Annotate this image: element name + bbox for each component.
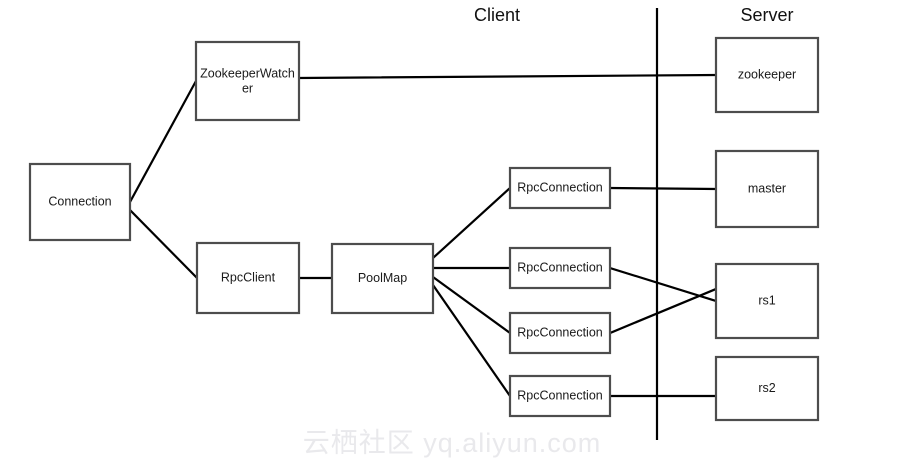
node-box-zookeeperwatcher xyxy=(194,40,301,122)
edge-poolmap-rpcconn1 xyxy=(431,186,512,260)
edge-poolmap-rpcconn3 xyxy=(431,275,512,335)
node-box-poolmap xyxy=(330,242,435,315)
node-label-master: master xyxy=(748,181,786,195)
node-box-rpcclient xyxy=(195,241,301,315)
node-label-rs2: rs2 xyxy=(758,381,775,395)
node-rpcconn3[interactable]: RpcConnection xyxy=(508,311,612,355)
node-box-rpcconn1 xyxy=(508,166,612,210)
node-box-rs2 xyxy=(714,355,820,422)
edge-poolmap-rpcconn4 xyxy=(431,283,512,398)
node-poolmap[interactable]: PoolMap xyxy=(330,242,435,315)
node-label-zookeeperwatcher-cont: er xyxy=(242,81,253,95)
node-zookeeper[interactable]: zookeeper xyxy=(714,36,820,114)
server-section-label: Server xyxy=(740,5,793,25)
edge-zookeeperwatcher-zookeeper xyxy=(297,73,718,80)
node-rpcconn4[interactable]: RpcConnection xyxy=(508,374,612,418)
edges-group xyxy=(128,73,718,398)
node-label-rpcconn1: RpcConnection xyxy=(517,180,603,194)
node-label-poolmap: PoolMap xyxy=(358,271,407,285)
node-label-rpcconn2: RpcConnection xyxy=(517,260,603,274)
node-box-connection xyxy=(28,162,132,242)
node-label-connection: Connection xyxy=(48,194,111,208)
node-box-rpcconn4 xyxy=(508,374,612,418)
node-connection[interactable]: Connection xyxy=(28,162,132,242)
node-label-rs1: rs1 xyxy=(758,293,775,307)
node-rpcclient[interactable]: RpcClient xyxy=(195,241,301,315)
edge-rpcconn1-master xyxy=(608,186,718,191)
node-label-rpcconn4: RpcConnection xyxy=(517,388,603,402)
edge-connection-zookeeperwatcher xyxy=(128,79,198,204)
node-box-master xyxy=(714,149,820,229)
group-labels: Client Server xyxy=(474,5,794,25)
node-rs1[interactable]: rs1 xyxy=(714,262,820,340)
node-label-zookeeperwatcher: ZookeeperWatch xyxy=(200,66,295,80)
node-box-zookeeper xyxy=(714,36,820,114)
edge-rpcconn3-rs1 xyxy=(608,287,718,335)
node-rs2[interactable]: rs2 xyxy=(714,355,820,422)
node-box-rpcconn3 xyxy=(508,311,612,355)
node-label-zookeeper: zookeeper xyxy=(738,67,796,81)
node-rpcconn2[interactable]: RpcConnection xyxy=(508,246,612,290)
node-label-rpcclient: RpcClient xyxy=(221,270,276,284)
node-box-rpcconn2 xyxy=(508,246,612,290)
node-label-rpcconn3: RpcConnection xyxy=(517,325,603,339)
node-box-rs1 xyxy=(714,262,820,340)
node-master[interactable]: master xyxy=(714,149,820,229)
edge-connection-rpcclient xyxy=(128,208,199,280)
client-section-label: Client xyxy=(474,5,520,25)
node-rpcconn1[interactable]: RpcConnection xyxy=(508,166,612,210)
